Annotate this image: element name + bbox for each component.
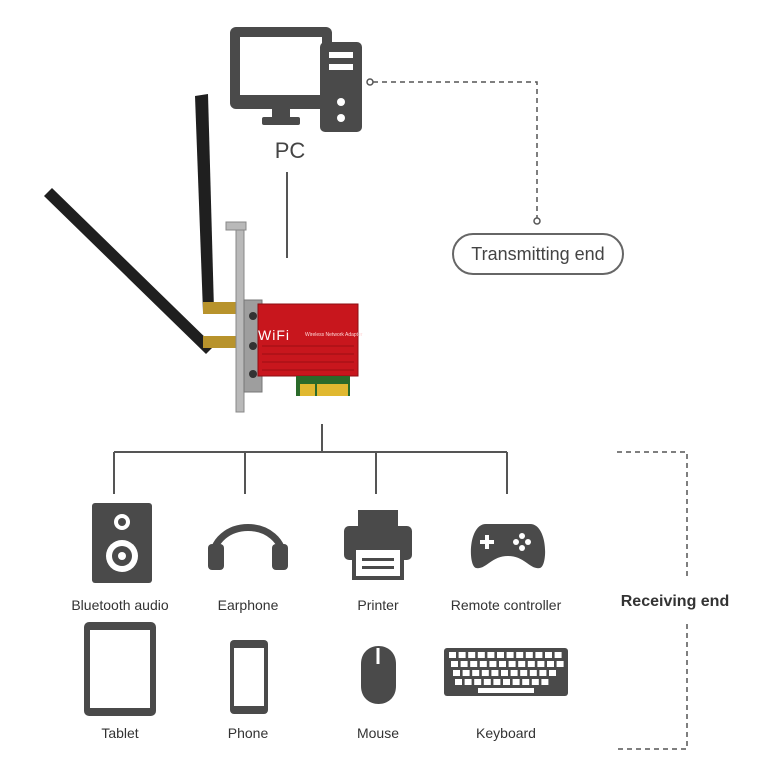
keyboard-key — [525, 652, 533, 658]
keyboard-key — [470, 661, 478, 667]
keyboard-key — [458, 652, 466, 658]
device-label-phone: Phone — [227, 725, 269, 741]
card-brand: WiFi — [258, 327, 290, 343]
device-label-earphone: Earphone — [217, 597, 279, 613]
receiving-end-label: Receiving end — [614, 593, 736, 611]
device-label-bluetooth-audio: Bluetooth audio — [71, 597, 169, 613]
speaker-icon — [92, 503, 152, 583]
printer-icon — [344, 510, 412, 580]
keyboard-key — [541, 679, 549, 685]
keyboard-key — [554, 652, 562, 658]
device-label-remote-controller: Remote controller — [450, 597, 562, 613]
pc-icon — [230, 27, 362, 132]
keyboard-key — [481, 670, 489, 676]
card-caption: Wireless Network Adapter — [305, 332, 363, 338]
device-label-printer: Printer — [357, 597, 399, 613]
pc-label: PC — [274, 138, 306, 163]
keyboard-key — [527, 661, 535, 667]
keyboard-key — [556, 661, 564, 667]
keyboard-key — [462, 670, 470, 676]
phone-icon — [230, 640, 268, 714]
device-label-tablet: Tablet — [101, 725, 139, 741]
receiving-bracket — [617, 451, 688, 750]
keyboard-key — [493, 679, 501, 685]
keyboard-key — [449, 652, 456, 658]
keyboard-icon — [444, 648, 568, 696]
keyboard-key — [516, 652, 524, 658]
keyboard-key — [503, 679, 510, 685]
keyboard-key — [539, 670, 547, 676]
transmitting-end-label: Transmitting end — [452, 233, 624, 275]
keyboard-key — [460, 661, 468, 667]
headphones-icon — [208, 524, 288, 570]
keyboard-key — [499, 661, 506, 667]
keyboard-key — [537, 661, 545, 667]
keyboard-key — [508, 661, 516, 667]
receiver-tree — [113, 424, 508, 494]
device-label-keyboard: Keyboard — [476, 725, 536, 741]
keyboard-key — [497, 652, 504, 658]
keyboard-key — [474, 679, 482, 685]
keyboard-key — [529, 670, 537, 676]
keyboard-key — [518, 661, 526, 667]
keyboard-key — [531, 679, 539, 685]
keyboard-key — [520, 670, 528, 676]
keyboard-key — [535, 652, 543, 658]
wifi-card — [257, 303, 359, 396]
keyboard-key — [501, 670, 508, 676]
keyboard-key — [522, 679, 530, 685]
pcie-bracket — [225, 221, 263, 413]
keyboard-spacebar — [478, 688, 534, 693]
keyboard-key — [547, 661, 554, 667]
keyboard-key — [472, 670, 480, 676]
device-label-mouse: Mouse — [356, 725, 400, 741]
keyboard-key — [455, 679, 462, 685]
keyboard-key — [549, 670, 556, 676]
keyboard-key — [479, 661, 487, 667]
keyboard-key — [489, 661, 497, 667]
gamepad-icon — [470, 524, 546, 569]
tablet-icon — [84, 622, 156, 716]
keyboard-key — [491, 670, 499, 676]
keyboard-key — [468, 652, 476, 658]
antenna-icon — [44, 94, 241, 354]
mouse-icon — [361, 646, 396, 704]
keyboard-key — [483, 679, 491, 685]
keyboard-key — [487, 652, 495, 658]
keyboard-key — [506, 652, 514, 658]
keyboard-key — [545, 652, 552, 658]
keyboard-key — [477, 652, 485, 658]
keyboard-key — [451, 661, 458, 667]
transmitting-link — [366, 78, 541, 225]
keyboard-key — [453, 670, 460, 676]
keyboard-key — [464, 679, 472, 685]
keyboard-key — [512, 679, 520, 685]
keyboard-key — [510, 670, 518, 676]
